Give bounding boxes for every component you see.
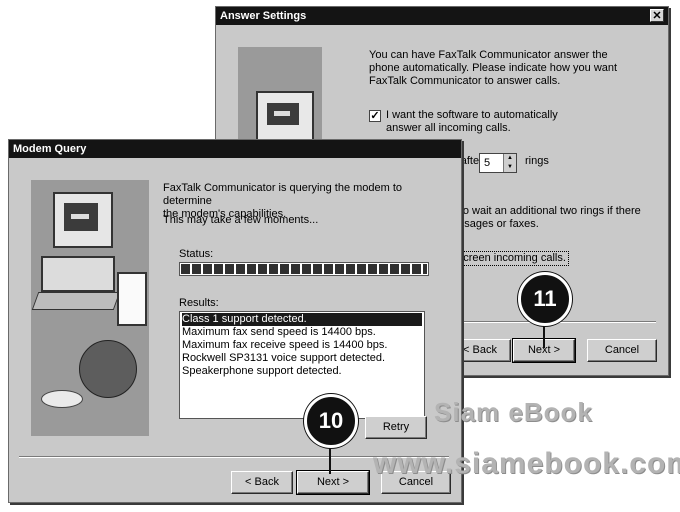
result-list-item[interactable]: Speakerphone support detected. (182, 365, 342, 377)
modem-query-intro-line2: the modem's capabilities. (163, 208, 287, 220)
rings-spinner[interactable]: 5 ▲ ▼ (479, 153, 517, 173)
modem-query-titlebar[interactable]: Modem Query (9, 140, 461, 158)
status-progress-fill (181, 264, 427, 274)
step-10-badge: 10 (304, 394, 358, 448)
results-list[interactable]: Class 1 support detected.Maximum fax sen… (179, 311, 425, 419)
results-label: Results: (179, 297, 219, 309)
callout-11-pointer (543, 318, 545, 348)
modem-query-dialog: Modem Query FaxTalk Communicator is quer… (8, 139, 462, 503)
monitor-icon (53, 192, 113, 248)
answer-settings-title: Answer Settings (220, 10, 307, 22)
answer-back-button[interactable]: < Back (449, 339, 511, 362)
rings-label: rings (525, 155, 549, 167)
watermark-line1: Siam eBook (434, 397, 593, 427)
computer-icon (41, 256, 115, 292)
rings-value: 5 (484, 157, 491, 169)
modem-back-button[interactable]: < Back (231, 471, 293, 494)
close-icon[interactable]: ✕ (650, 9, 664, 22)
callout-10-pointer (329, 440, 331, 474)
answer-cancel-button[interactable]: Cancel (587, 339, 657, 362)
monitor-icon (256, 91, 314, 143)
modem-query-intro: FaxTalk Communicator is querying the mod… (163, 182, 453, 221)
spin-down-icon[interactable]: ▼ (503, 163, 516, 172)
result-list-item[interactable]: Class 1 support detected. (182, 313, 422, 326)
keyboard-icon (31, 292, 121, 310)
modem-query-separator (19, 456, 449, 458)
result-list-item[interactable]: Rockwell SP3131 voice support detected. (182, 352, 386, 364)
result-list-item[interactable]: Maximum fax send speed is 14400 bps. (182, 326, 376, 338)
status-label: Status: (179, 248, 214, 260)
auto-answer-checkbox[interactable]: ✓ (369, 110, 381, 122)
answer-settings-intro: You can have FaxTalk Communicator answer… (369, 49, 618, 87)
result-list-item[interactable]: Maximum fax receive speed is 14400 bps. (182, 339, 388, 351)
modem-query-intro-line1: FaxTalk Communicator is querying the mod… (163, 182, 403, 207)
modem-cancel-button[interactable]: Cancel (381, 471, 451, 494)
modem-next-button[interactable]: Next > (296, 470, 370, 495)
book-icon (117, 272, 147, 326)
status-progress-bar (179, 262, 429, 276)
answer-settings-titlebar[interactable]: Answer Settings ✕ (216, 7, 668, 25)
wait-text: This may take a few moments... (163, 214, 319, 226)
retry-button[interactable]: Retry (365, 416, 427, 439)
modem-query-illustration (31, 180, 149, 436)
answer-next-button[interactable]: Next > (512, 338, 576, 363)
globe-icon (79, 340, 137, 398)
step-11-badge: 11 (518, 272, 572, 326)
spin-up-icon[interactable]: ▲ (503, 154, 516, 163)
modem-query-title: Modem Query (13, 143, 87, 155)
disc-icon (41, 390, 83, 408)
auto-answer-label[interactable]: I want the software to automatically ans… (386, 109, 558, 134)
watermark-line2: www.siamebook.com (373, 447, 680, 480)
